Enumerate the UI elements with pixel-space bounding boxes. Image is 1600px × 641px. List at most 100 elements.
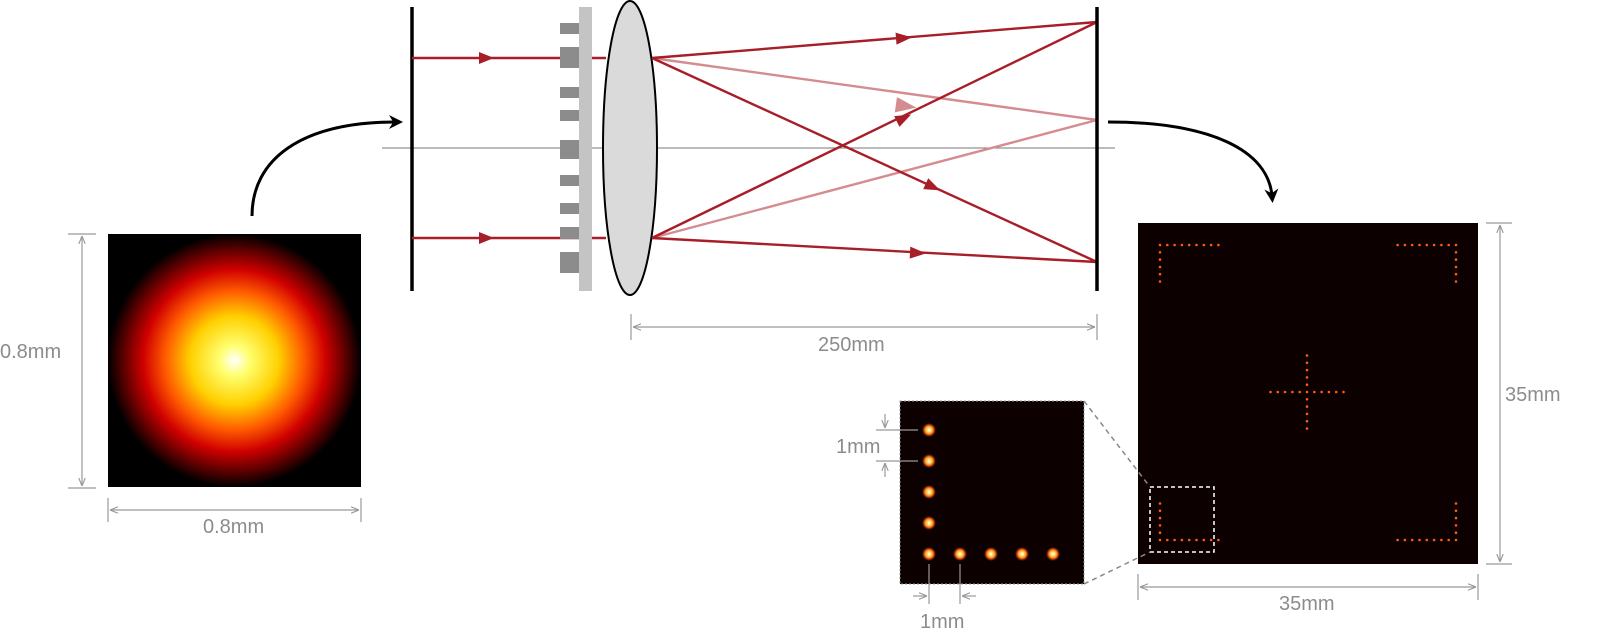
focal-distance-dimension: [630, 314, 1098, 340]
zoom-selection-box: [1149, 486, 1215, 553]
hologram-substrate: [579, 7, 592, 291]
output-spot: [1454, 531, 1458, 534]
output-spot: [1327, 390, 1331, 394]
focal-distance-label: 250mm: [818, 334, 885, 356]
output-spot: [1305, 376, 1309, 379]
output-spot: [1396, 538, 1399, 542]
output-spot: [1454, 272, 1458, 276]
inset-spot-array: [922, 423, 1060, 561]
output-spot: [1276, 390, 1280, 394]
output-spot: [1158, 524, 1162, 527]
output-spot: [1166, 538, 1169, 542]
input-height-label: 0.8mm: [0, 341, 61, 363]
output-spot: [1447, 538, 1450, 542]
output-spot: [1403, 538, 1407, 542]
output-spot: [1283, 390, 1287, 394]
output-spot: [1454, 538, 1458, 542]
output-pattern-image: [1138, 223, 1478, 564]
output-spot: [1342, 390, 1345, 394]
output-spot: [1217, 538, 1220, 542]
hologram-pixels: [560, 23, 579, 273]
output-height-label: 35mm: [1505, 384, 1561, 406]
fourier-lens: [602, 0, 658, 296]
output-spot: [1432, 243, 1436, 247]
output-spot: [1217, 243, 1220, 247]
output-spot: [1432, 538, 1436, 542]
output-spot: [1158, 509, 1162, 513]
output-spot: [1158, 265, 1162, 269]
output-spot: [1187, 243, 1191, 247]
output-spot: [1158, 516, 1162, 520]
output-spot: [1396, 243, 1399, 247]
output-spot: [1195, 243, 1198, 247]
output-spot: [1305, 354, 1309, 357]
output-spot: [1173, 243, 1176, 247]
curved-arrow-icon: [1107, 120, 1279, 203]
output-spot: [1454, 265, 1458, 269]
output-spot: [1440, 538, 1443, 542]
output-spot: [1454, 524, 1458, 527]
output-spot: [1158, 251, 1162, 254]
output-spot: [1418, 538, 1421, 542]
output-spot: [1418, 243, 1421, 247]
output-spot: [1187, 538, 1191, 542]
output-spot: [1158, 280, 1162, 283]
output-spot: [1158, 531, 1162, 534]
output-spot: [1269, 390, 1272, 394]
output-spot: [1320, 390, 1323, 394]
output-spot: [1166, 243, 1169, 247]
output-spot: [1158, 502, 1162, 505]
curved-arrow-icon: [250, 115, 403, 217]
output-spot: [1158, 243, 1162, 247]
output-spot: [1305, 412, 1309, 416]
inset-horizontal-spacing-label: 1mm: [920, 611, 964, 633]
output-spot: [1425, 538, 1429, 542]
output-spot: [1454, 502, 1458, 505]
output-spot: [1305, 398, 1309, 401]
output-spot: [1410, 538, 1414, 542]
inset-horizontal-spacing-dimension: [913, 564, 976, 604]
output-spot: [1305, 368, 1309, 372]
inset-vertical-spacing-label: 1mm: [836, 436, 880, 458]
output-spot: [1305, 405, 1309, 408]
output-spot: [1454, 258, 1458, 261]
output-spot: [1454, 251, 1458, 254]
diffracted-rays: [651, 20, 1098, 264]
output-spot: [1180, 538, 1184, 542]
output-spot: [1454, 509, 1458, 513]
output-spot: [1447, 243, 1450, 247]
output-spot: [1334, 390, 1338, 394]
input-height-dimension: [68, 233, 96, 489]
output-spot: [1305, 419, 1309, 423]
output-spot: [1209, 243, 1213, 247]
output-spot: [1410, 243, 1414, 247]
output-spot: [1291, 390, 1294, 394]
output-spot: [1305, 390, 1309, 394]
output-spot: [1209, 538, 1213, 542]
output-spot: [1454, 280, 1458, 283]
input-beam-glow: [108, 234, 361, 487]
output-height-dimension: [1486, 222, 1512, 565]
output-spot: [1180, 243, 1184, 247]
central-focus-rays: [651, 56, 1098, 240]
output-spot: [1454, 243, 1458, 247]
output-spot: [1158, 538, 1162, 542]
output-spot-array: [1158, 243, 1458, 542]
input-width-dimension: [107, 498, 362, 522]
output-spot: [1440, 243, 1443, 247]
output-spot: [1298, 390, 1301, 394]
output-spot: [1173, 538, 1176, 542]
output-spot: [1202, 243, 1206, 247]
inset-vertical-spacing-dimension: [876, 414, 918, 477]
output-spot: [1425, 243, 1429, 247]
output-spot: [1313, 390, 1316, 394]
output-spot: [1158, 258, 1162, 261]
output-spot: [1305, 383, 1309, 387]
output-spot: [1158, 272, 1162, 276]
output-spot: [1305, 361, 1309, 365]
output-width-label: 35mm: [1279, 593, 1335, 615]
input-width-label: 0.8mm: [203, 516, 264, 538]
output-spot: [1195, 538, 1198, 542]
